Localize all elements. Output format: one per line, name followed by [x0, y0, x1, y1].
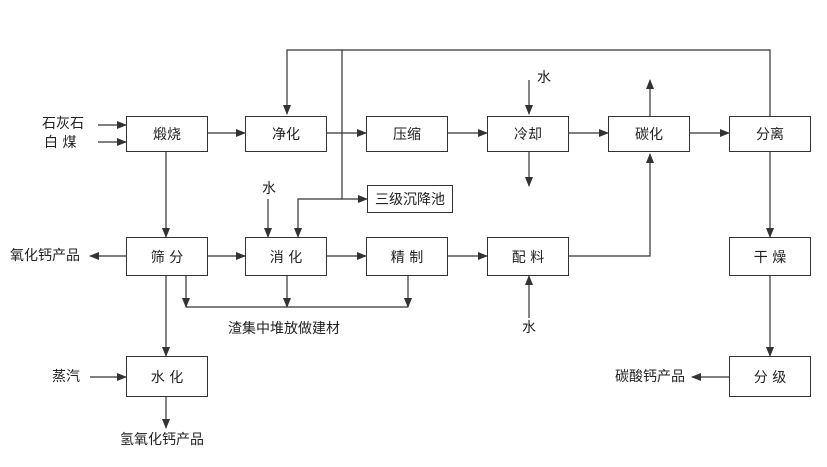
label-water-mix: 水 — [522, 320, 536, 336]
box-refine: 精 制 — [366, 237, 448, 276]
box-settling-tank: 三级沉降池 — [367, 185, 453, 213]
box-purify: 净化 — [245, 116, 327, 152]
box-carbonize: 碳化 — [608, 116, 690, 152]
arrow-mix-to-carbonize — [569, 153, 654, 257]
box-dry: 干 燥 — [729, 237, 811, 276]
arrow-tank-to-slake — [294, 198, 342, 238]
box-separate: 分离 — [729, 116, 811, 152]
arrow-recycle-to-purify — [283, 49, 771, 116]
label-coal: 白 煤 — [44, 135, 77, 151]
box-grade: 分 级 — [729, 356, 811, 397]
box-screen: 筛 分 — [126, 237, 208, 276]
label-water-cool: 水 — [537, 70, 551, 86]
label-water-slake: 水 — [262, 181, 276, 197]
box-hydrate: 水 化 — [126, 356, 208, 397]
label-limestone: 石灰石 — [42, 116, 84, 132]
label-caoh2-product: 氢氧化钙产品 — [120, 432, 204, 448]
label-caco3-product: 碳酸钙产品 — [615, 369, 685, 385]
box-compress: 压缩 — [366, 116, 448, 152]
label-cao-product: 氧化钙产品 — [10, 248, 80, 264]
box-mix: 配 料 — [487, 237, 569, 276]
label-steam: 蒸汽 — [52, 369, 80, 385]
box-cool: 冷却 — [487, 116, 569, 152]
box-slake: 消 化 — [245, 237, 327, 276]
label-slag-building-material: 渣集中堆放做建材 — [228, 321, 340, 337]
box-calcine: 煅烧 — [126, 116, 208, 152]
